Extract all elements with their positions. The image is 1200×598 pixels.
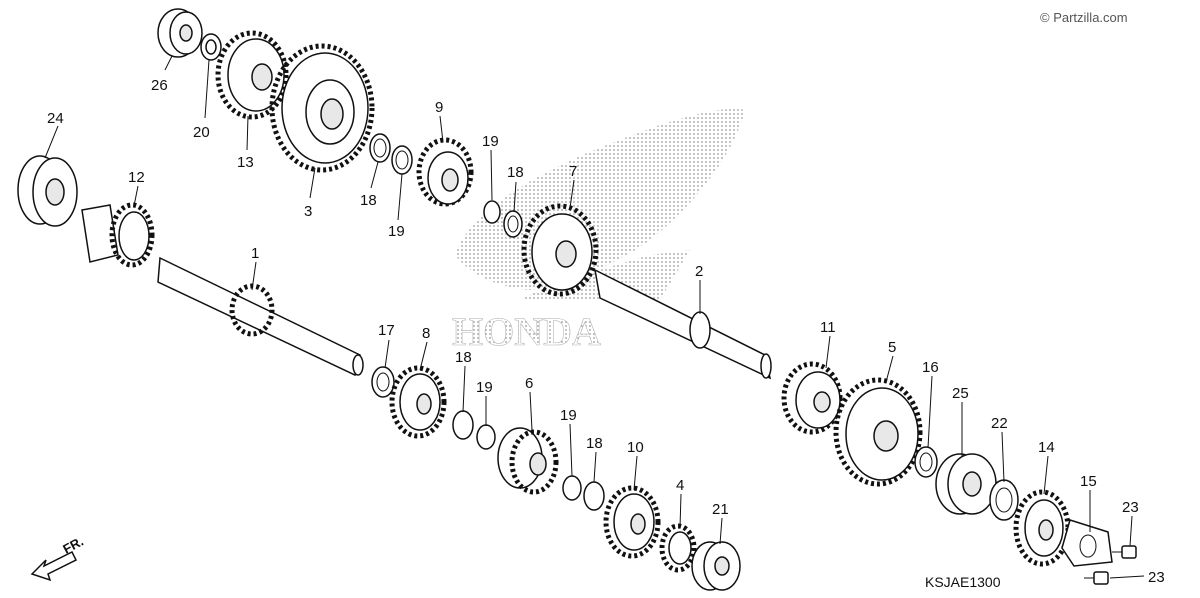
callout-12[interactable]: 12: [128, 169, 145, 186]
callout-16[interactable]: 16: [922, 359, 939, 376]
part-25-bearing[interactable]: [935, 453, 997, 515]
diagram-code: KSJAE1300: [925, 574, 1001, 590]
part-17-washer[interactable]: [371, 366, 395, 398]
part-3-gear[interactable]: [269, 43, 375, 173]
callout-6[interactable]: 6: [525, 375, 533, 392]
callout-9[interactable]: 9: [435, 99, 443, 116]
callout-15[interactable]: 15: [1080, 473, 1097, 490]
part-18-circlip-b[interactable]: [503, 210, 523, 238]
part-4-gear[interactable]: [659, 523, 697, 573]
part-8-gear[interactable]: [389, 365, 447, 439]
part-19-washer-b[interactable]: [483, 200, 501, 224]
callout-23[interactable]: 23: [1148, 569, 1165, 586]
callout-18[interactable]: 18: [455, 349, 472, 366]
callout-25[interactable]: 25: [952, 385, 969, 402]
callout-19[interactable]: 19: [388, 223, 405, 240]
callout-26[interactable]: 26: [151, 77, 168, 94]
callout-24[interactable]: 24: [47, 110, 64, 127]
callout-18[interactable]: 18: [507, 164, 524, 181]
part-13-gear[interactable]: [215, 30, 289, 120]
callout-20[interactable]: 20: [193, 124, 210, 141]
front-direction-indicator: FR.: [30, 534, 86, 582]
part-24-bearing[interactable]: [17, 155, 78, 227]
part-16-washer[interactable]: [914, 446, 938, 478]
callout-23[interactable]: 23: [1122, 499, 1139, 516]
callout-8[interactable]: 8: [422, 325, 430, 342]
part-18-circlip[interactable]: [369, 133, 391, 163]
callout-21[interactable]: 21: [712, 501, 729, 518]
callout-19[interactable]: 19: [482, 133, 499, 150]
part-7-gear[interactable]: [521, 203, 599, 297]
callout-17[interactable]: 17: [378, 322, 395, 339]
part-15-fixing-plate[interactable]: [1061, 519, 1113, 567]
part-9-gear[interactable]: [416, 137, 474, 207]
honda-logo-text: HONDA: [452, 309, 601, 354]
part-6-gear[interactable]: [497, 427, 559, 495]
front-label: FR.: [60, 534, 86, 557]
front-arrow-icon: [30, 550, 78, 582]
callout-13[interactable]: 13: [237, 154, 254, 171]
callout-19[interactable]: 19: [560, 407, 577, 424]
part-14-drive-sprocket[interactable]: [1013, 489, 1071, 567]
part-22-oil-seal[interactable]: [989, 479, 1019, 521]
callout-7[interactable]: 7: [569, 163, 577, 180]
part-12-gear[interactable]: [81, 202, 155, 268]
part-19-washer-d[interactable]: [562, 475, 582, 501]
part-23-bolt-a[interactable]: [1112, 545, 1137, 559]
leader-lines: [44, 55, 1145, 579]
callout-5[interactable]: 5: [888, 339, 896, 356]
callout-1[interactable]: 1: [251, 245, 259, 262]
part-19-washer-c[interactable]: [476, 424, 496, 450]
callout-18[interactable]: 18: [586, 435, 603, 452]
part-11-gear[interactable]: [781, 361, 843, 435]
part-5-gear[interactable]: [833, 377, 923, 487]
part-18-circlip-c[interactable]: [452, 410, 474, 440]
callout-2[interactable]: 2: [695, 263, 703, 280]
part-26-bearing[interactable]: [157, 8, 203, 58]
callout-10[interactable]: 10: [627, 439, 644, 456]
callout-labels: 26 20 13 3 18 19 9 19 18 7 24 12 1 2 17 …: [47, 77, 1165, 586]
part-1-mainshaft[interactable]: [157, 256, 364, 377]
part-18-circlip-d[interactable]: [583, 481, 605, 511]
callout-18[interactable]: 18: [360, 192, 377, 209]
callout-4[interactable]: 4: [676, 477, 684, 494]
callout-22[interactable]: 22: [991, 415, 1008, 432]
part-19-washer[interactable]: [391, 145, 413, 175]
part-2-countershaft[interactable]: [593, 268, 772, 380]
watermark-text: © Partzilla.com: [1040, 10, 1128, 25]
callout-19[interactable]: 19: [476, 379, 493, 396]
callout-14[interactable]: 14: [1038, 439, 1055, 456]
part-10-gear[interactable]: [603, 485, 661, 559]
part-23-bolt-b[interactable]: [1084, 571, 1109, 585]
part-20-washer[interactable]: [200, 33, 222, 61]
part-21-bearing[interactable]: [691, 541, 741, 591]
callout-11[interactable]: 11: [820, 319, 836, 336]
callout-3[interactable]: 3: [304, 203, 312, 220]
